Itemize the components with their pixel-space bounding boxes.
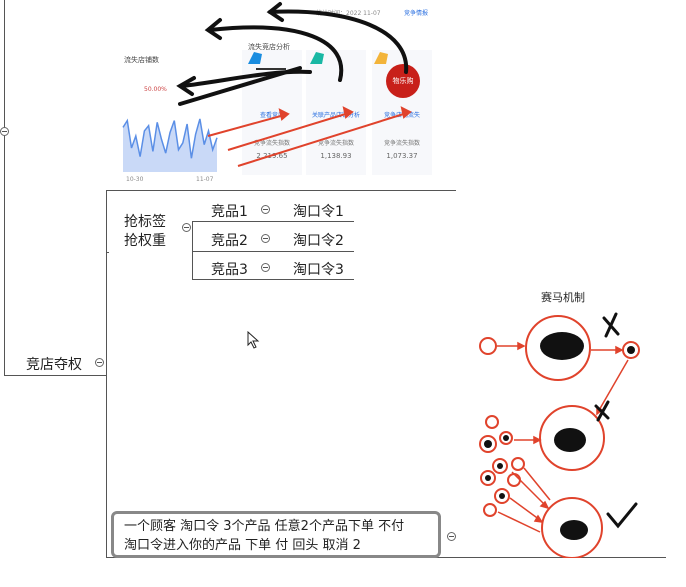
row-3-product[interactable]: 竞品3	[211, 262, 248, 278]
x-mark-2	[594, 400, 610, 422]
card-3-icon	[374, 52, 388, 64]
row-1-token[interactable]: 淘口令1	[293, 204, 344, 220]
annotation-arrows	[176, 2, 412, 167]
trend-line	[122, 118, 218, 159]
card-3-logo: 物乐购	[386, 64, 420, 98]
card-2-link[interactable]: 关联产品店铺分析	[311, 112, 360, 119]
left-collapse-toggle[interactable]	[0, 127, 9, 136]
race-small-circle	[479, 337, 497, 355]
card-1-stat-label: 竞争流失指数	[253, 140, 290, 147]
note-line-1: 一个顾客 淘口令 3个产品 任意2个产品下单 不付	[124, 519, 405, 534]
mindmap-bottom-border	[4, 375, 107, 376]
row-1-line	[192, 221, 354, 222]
card-2-stat-label: 竞争流失指数	[317, 140, 354, 147]
row-3-line	[192, 279, 354, 280]
competitor-card-2: 关联产品店铺分析 竞争流失指数 1,138.93	[306, 50, 366, 175]
root-collapse-toggle[interactable]	[95, 358, 104, 367]
row-3-collapse-toggle[interactable]	[261, 263, 270, 272]
stat-time-text: 统计时间：2022 11-07	[316, 10, 381, 17]
card-3-stat-value: 1,073.37	[386, 152, 418, 160]
mindmap-connector-vertical	[106, 190, 107, 557]
race-big-circle-2	[539, 405, 605, 471]
competition-link[interactable]: 竞争情报	[404, 10, 429, 17]
mindmap-left-border	[4, 0, 5, 375]
black-arrow-middle	[208, 25, 344, 82]
race-mechanism-title: 赛马机制	[541, 291, 585, 304]
trend-area-fill	[123, 118, 217, 172]
embedded-analytics-screenshot: 统计时间：2022 11-07 竞争情报 流失竞店分析 流失店铺数 50.00%…	[120, 0, 450, 185]
branch-label-line1[interactable]: 抢标签	[124, 214, 166, 230]
card-1-logo-mark	[256, 68, 286, 70]
left-label: 流失店铺数	[124, 56, 159, 64]
card-1-icon	[248, 52, 262, 64]
row-2-collapse-toggle[interactable]	[261, 234, 270, 243]
row-1-product[interactable]: 竞品1	[211, 204, 248, 220]
black-arrow-lower-1	[180, 69, 312, 88]
black-arrow-top	[268, 9, 409, 74]
chart-x-end: 11-07	[196, 176, 214, 183]
note-collapse-toggle[interactable]	[447, 532, 456, 541]
row-2-token[interactable]: 淘口令2	[293, 233, 344, 249]
race-big-circle-1	[525, 315, 591, 381]
note-line-2: 淘口令进入你的产品 下单 付 回头 取消 2	[124, 538, 361, 553]
race-big-circle-3	[541, 497, 603, 558]
rows-connector	[192, 221, 193, 279]
branch-underline	[106, 252, 109, 253]
mouse-cursor-icon	[247, 331, 260, 349]
mindmap-top-line	[106, 190, 456, 191]
x-mark-1	[602, 312, 620, 338]
left-value: 50.00%	[144, 86, 167, 93]
red-arrow-1	[207, 113, 289, 137]
card-2-stat-value: 1,138.93	[320, 152, 352, 160]
branch-collapse-toggle[interactable]	[182, 223, 191, 232]
check-mark	[606, 502, 638, 529]
competitor-card-3: 物乐购 竞争店铺流失 竞争流失指数 1,073.37	[372, 50, 432, 175]
card-2-icon	[310, 52, 324, 64]
row-2-line	[192, 251, 354, 252]
note-box[interactable]: 一个顾客 淘口令 3个产品 任意2个产品下单 不付 淘口令进入你的产品 下单 付…	[111, 511, 441, 558]
card-3-stat-label: 竞争流失指数	[383, 140, 420, 147]
root-node-label[interactable]: 竞店夺权	[26, 357, 82, 373]
race-mechanism-diagram	[479, 312, 640, 558]
red-arrow-2	[227, 111, 353, 151]
row-1-collapse-toggle[interactable]	[261, 205, 270, 214]
branch-label-line2[interactable]: 抢权重	[124, 233, 166, 249]
chart-x-start: 10-30	[126, 176, 144, 183]
black-arrow-lower-2	[178, 66, 302, 106]
trend-area-chart	[122, 118, 218, 172]
card-1-link[interactable]: 查看竞店	[259, 112, 284, 119]
row-2-product[interactable]: 竞品2	[211, 233, 248, 249]
panel-title: 流失竞店分析	[248, 43, 290, 51]
row-3-token[interactable]: 淘口令3	[293, 262, 344, 278]
red-arrow-3	[237, 111, 411, 167]
